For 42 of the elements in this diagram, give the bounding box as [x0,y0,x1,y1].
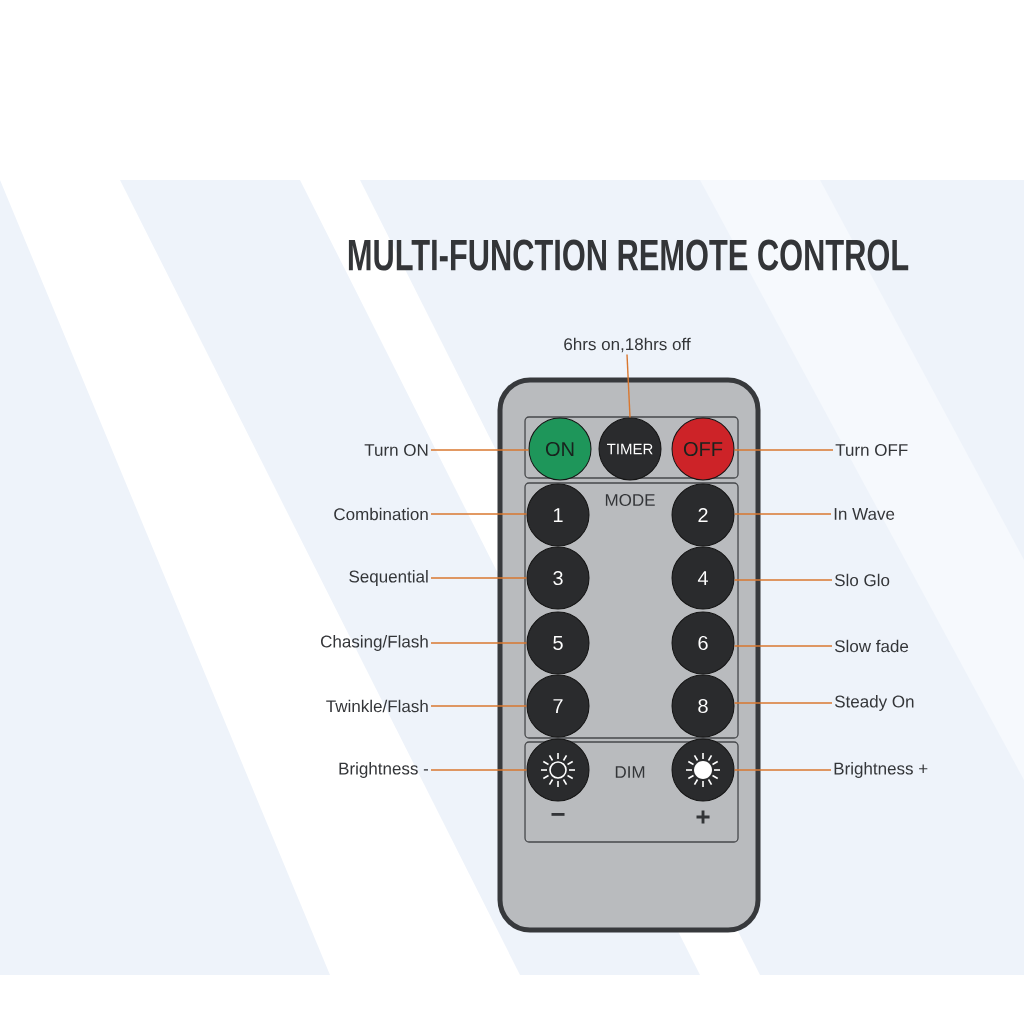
leader-line [430,449,530,451]
leader-line [733,702,833,704]
button-panel [524,416,739,479]
round-button: OFF [671,417,735,481]
leader-line [733,513,832,515]
leader-line [430,577,528,579]
callout-text: Steady On [835,695,914,711]
callout-text: Slow fade [835,639,909,653]
callout-text: Twinkle/Flash [326,699,428,713]
callout-text: Combination [334,507,428,521]
round-button: TIMER [598,417,662,481]
callout-text: Sequential [349,570,428,586]
callout-text: Turn ON [364,444,428,457]
leader-line [430,705,528,707]
callout-text: 6hrs on,18hrs off [564,337,691,353]
callout-text: Brightness - [339,762,429,778]
leader-line [733,769,832,771]
leader-line [430,642,528,644]
leader-line [733,449,834,451]
leader-line [733,579,833,581]
leader-line [626,353,631,419]
callout-text: Chasing/Flash [321,635,428,651]
button-panel: DIM − + [524,741,739,843]
round-button: 7 [526,674,590,738]
round-button [671,738,735,802]
round-button: 3 [526,546,590,610]
round-button: 8 [671,674,735,738]
round-button: 4 [671,546,735,610]
leader-line [430,513,528,515]
round-button: 1 [526,483,590,547]
callout-text: Brightness + [834,762,928,778]
leader-line [733,645,833,647]
title: MULTI-FUNCTION REMOTE CONTROL [348,239,909,271]
round-button: 6 [671,611,735,675]
callout-text: In Wave [834,508,895,520]
round-button: 5 [526,611,590,675]
callout-text: Slo Glo [835,573,890,587]
round-button: 2 [671,483,735,547]
leader-line [430,769,528,771]
round-button: ON [528,417,592,481]
round-button [526,738,590,802]
callout-text: Turn OFF [835,444,908,457]
